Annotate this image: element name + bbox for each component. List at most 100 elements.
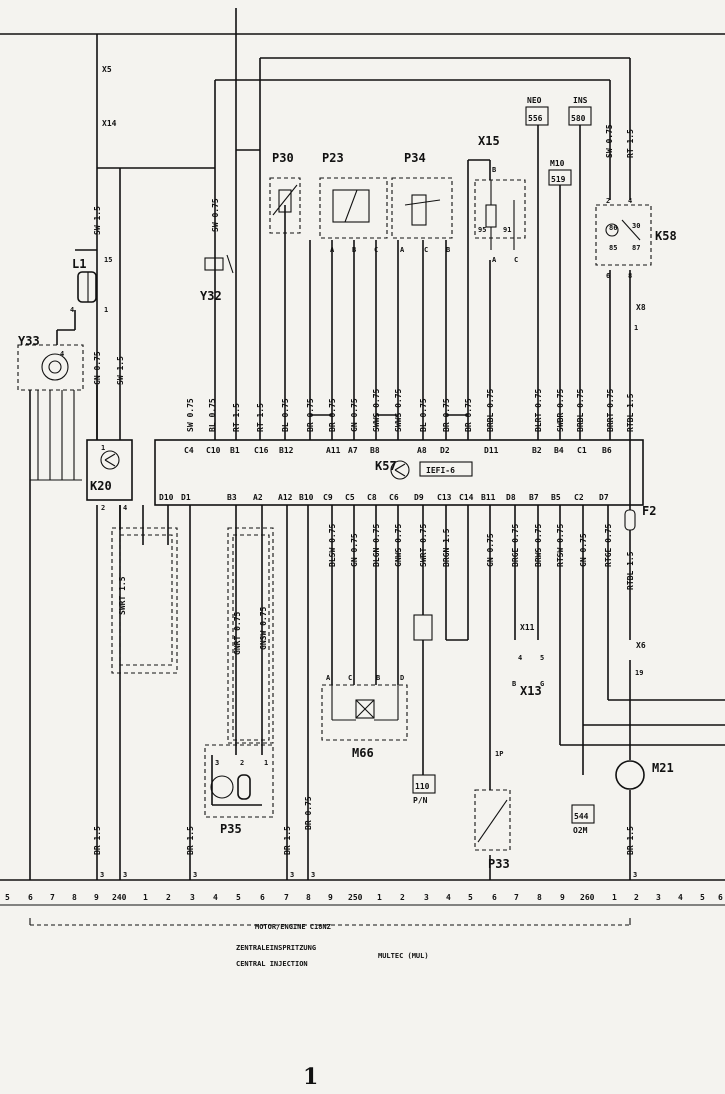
k57-bottom-pin: C5 (345, 493, 355, 502)
y32-valve (204, 254, 234, 274)
k57-bottom-pin: C14 (459, 493, 474, 502)
wire-label: BR 0.75 (442, 398, 451, 432)
ruler-cell: 1 (377, 893, 382, 902)
wire-label: SW 0.75 (605, 124, 614, 158)
ruler-top-pin: 3 (100, 871, 104, 879)
pin-number: 95 (478, 226, 486, 234)
wire-label: SW 0.75 (211, 198, 220, 232)
ref-label-ins: INS (573, 96, 588, 105)
ruler-cell: 6 (718, 893, 723, 902)
pin-number: C (348, 674, 352, 682)
pin-number: 6 (606, 272, 610, 280)
k20-module (86, 439, 133, 501)
wire-label: RTBL 1.5 (626, 393, 635, 432)
connector-ruler (0, 879, 725, 926)
wire-label: SWBR 0.75 (556, 388, 565, 432)
p35-sensor (204, 744, 274, 818)
ruler-cell: 250 (348, 893, 363, 902)
k57-bottom-pin: D10 (159, 493, 174, 502)
ruler-cell: 3 (190, 893, 195, 902)
pin-number: 2 (101, 504, 105, 512)
ruler-cell: 5 (700, 893, 705, 902)
component-label-x15: X15 (478, 134, 500, 148)
wire-label: SW 0.75 (186, 398, 195, 432)
pin-number: 4 (60, 350, 64, 358)
component-label-x8: X8 (636, 303, 646, 312)
y33-injector (17, 344, 84, 481)
pin-number: C (514, 256, 518, 264)
caption-engine: MOTOR/ENGINE C18NZ (255, 923, 331, 931)
component-label-x11: X11 (520, 623, 535, 632)
wire-label: BR 0.75 (306, 398, 315, 432)
component-label-x13: X13 (520, 684, 542, 698)
ruler-cell: 240 (112, 893, 127, 902)
k57-top-pin: A8 (417, 446, 427, 455)
wire-label: GN 0.75 (93, 351, 102, 385)
ruler-cell: 260 (580, 893, 595, 902)
component-label-p35: P35 (220, 822, 242, 836)
wire-label: BR 0.75 (328, 398, 337, 432)
k57-bottom-pin: C9 (323, 493, 333, 502)
k57-bottom-pin: C8 (367, 493, 377, 502)
k57-bottom-pin: D8 (506, 493, 516, 502)
component-label-x6: X6 (636, 641, 646, 650)
ruler-cell: 1 (612, 893, 617, 902)
wire-label: SW 1.5 (93, 206, 102, 235)
wire-label: BR 1.5 (626, 826, 635, 855)
pin-number: 2 (606, 197, 610, 205)
component-label-p34: P34 (404, 151, 426, 165)
k57-bottom-pin: B10 (299, 493, 314, 502)
pin-number: 8 (628, 272, 632, 280)
ruler-top-pin: 3 (311, 871, 315, 879)
wire-label: RTBL 1.5 (626, 551, 635, 590)
pin-number: B (512, 680, 516, 688)
wire-label: GN 0.75 (350, 398, 359, 432)
component-label-k20: K20 (90, 479, 112, 493)
pin-number: 87 (632, 244, 640, 252)
caption-central-injection: CENTRAL INJECTION (236, 960, 308, 968)
wire-label: BR 0.75 (304, 796, 313, 830)
ruler-cell: 2 (634, 893, 639, 902)
ruler-cell: 9 (94, 893, 99, 902)
ruler-cell: 8 (72, 893, 77, 902)
pin-number: B (492, 166, 496, 174)
wire-label: BRBL 0.75 (486, 388, 495, 432)
ruler-cell: 4 (213, 893, 218, 902)
ref-label-ref556: 556 (528, 114, 543, 123)
wire-label: BL 0.75 (208, 398, 217, 432)
wire-label: BR 1.5 (283, 826, 292, 855)
pin-number: C (374, 246, 378, 254)
k57-top-pin: C10 (206, 446, 221, 455)
l1-coil (77, 271, 97, 303)
k57-top-pin: C1 (577, 446, 587, 455)
k57-bottom-pin: C2 (574, 493, 584, 502)
wire-label: BL 0.75 (281, 398, 290, 432)
wire-label: BLGN 0.75 (372, 523, 381, 567)
k57-bottom-pin: C13 (437, 493, 452, 502)
pin-number: 2 (240, 759, 244, 767)
pin-number: 1 (634, 324, 638, 332)
k57-bottom-pin: A12 (278, 493, 293, 502)
pin-number: A (492, 256, 497, 264)
wire-label: GN 0.75 (350, 533, 359, 567)
ruler-cell: 4 (446, 893, 451, 902)
k57-top-pin: D2 (440, 446, 450, 455)
wire-label: SWRT 1.5 (118, 576, 127, 615)
ruler-cell: 5 (468, 893, 473, 902)
k57-top-pin: B12 (279, 446, 294, 455)
pin-number: 4 (123, 504, 127, 512)
wire-label: BR 1.5 (93, 826, 102, 855)
wire-label: RT 1.5 (256, 403, 265, 432)
pin-number: 1P (495, 750, 503, 758)
pin-number: 4 (628, 197, 632, 205)
wires (0, 8, 725, 880)
ref-label-pn: P/N (413, 796, 428, 805)
ruler-cell: 4 (678, 893, 683, 902)
k57-bottom-pin: B5 (551, 493, 561, 502)
wire-label: GN 0.75 (579, 533, 588, 567)
caption-zentral: ZENTRALEINSPRITZUNG (236, 944, 316, 952)
component-label-k57: K57 (375, 459, 397, 473)
ruler-top-pin: 3 (290, 871, 294, 879)
ruler-cell: 3 (656, 893, 661, 902)
